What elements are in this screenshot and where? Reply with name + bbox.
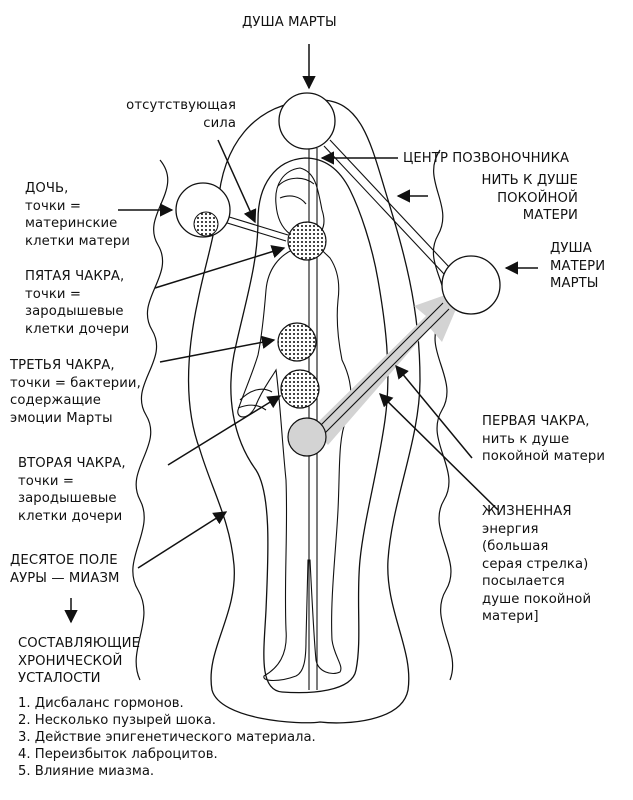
label-line: энергия xyxy=(482,521,539,537)
label-daughter: ДОЧЬ, точки = материнские клетки матери xyxy=(25,180,130,250)
label-missing-force: отсутствующая сила xyxy=(110,97,236,132)
third-chakra-circle xyxy=(277,322,317,362)
label-components: СОСТАВЛЯЮЩИЕ ХРОНИЧЕСКОЙ УСТАЛОСТИ xyxy=(18,635,140,688)
label-line: клетки дочери xyxy=(25,321,130,337)
label-line: ЖИЗНЕННАЯ xyxy=(482,504,572,519)
label-line: (большая xyxy=(482,539,549,554)
wavy-aura-lines xyxy=(132,149,454,681)
label-line: зародышевые xyxy=(18,491,117,506)
fifth-chakra-circle xyxy=(287,221,327,261)
label-line: душе покойной xyxy=(482,591,592,607)
life-energy-gray-arrow xyxy=(312,288,465,445)
label-first-chakra: ПЕРВАЯ ЧАКРА, нить к душе покойной матер… xyxy=(482,413,605,466)
label-line: точки = xyxy=(18,473,75,489)
label-line: ВТОРАЯ ЧАКРА, xyxy=(18,456,126,471)
label-line: клетки дочери xyxy=(18,508,123,524)
mother-soul-circle xyxy=(441,255,501,315)
label-line: зародышевые xyxy=(25,304,124,319)
label-line: точки = xyxy=(25,198,82,214)
components-list: 1. Дисбаланс гормонов. 2. Несколько пузы… xyxy=(18,695,316,780)
daughter-dots xyxy=(193,211,219,237)
label-line: АУРЫ — МИАЗМ xyxy=(10,570,120,586)
daughter-thread xyxy=(223,215,289,242)
label-line: НИТЬ К ДУШЕ xyxy=(481,173,578,188)
label-line: ДЕСЯТОЕ ПОЛЕ xyxy=(10,553,118,568)
label-line: ПОКОЙНОЙ xyxy=(497,190,578,206)
list-item: 3. Действие эпигенетического материала. xyxy=(18,730,316,745)
label-line: ПЯТАЯ ЧАКРА, xyxy=(25,269,125,284)
label-line: точки = xyxy=(25,286,82,302)
label-tenth-field: ДЕСЯТОЕ ПОЛЕ АУРЫ — МИАЗМ xyxy=(10,552,120,587)
label-line: эмоции Марты xyxy=(10,410,113,426)
label-line: ДОЧЬ, xyxy=(25,181,69,196)
label-life-energy: ЖИЗНЕННАЯ энергия (большая серая стрелка… xyxy=(482,503,591,626)
soul-marta-circle xyxy=(278,92,336,150)
label-line: материнские xyxy=(25,216,118,231)
label-line: ХРОНИЧЕСКОЙ xyxy=(18,653,123,669)
label-line: матери] xyxy=(482,609,539,624)
label-line: отсутствующая xyxy=(126,98,236,113)
label-line: СОСТАВЛЯЮЩИЕ xyxy=(18,636,141,651)
label-line: ПЕРВАЯ ЧАКРА, xyxy=(482,414,590,429)
label-line: содержащие xyxy=(10,393,101,408)
label-line: точки = бактерии, xyxy=(10,375,141,391)
label-fifth-chakra: ПЯТАЯ ЧАКРА, точки = зародышевые клетки … xyxy=(25,268,129,338)
label-spine-center: ЦЕНТР ПОЗВОНОЧНИКА xyxy=(403,151,570,166)
label-line: МАРТЫ xyxy=(550,276,599,291)
label-line: МАТЕРИ xyxy=(522,208,578,223)
label-second-chakra: ВТОРАЯ ЧАКРА, точки = зародышевые клетки… xyxy=(18,455,126,525)
label-line: клетки матери xyxy=(25,233,130,249)
label-soul-marta: ДУША МАРТЫ xyxy=(242,15,337,30)
label-line: УСТАЛОСТИ xyxy=(18,671,101,686)
list-item: 1. Дисбаланс гормонов. xyxy=(18,696,184,711)
first-chakra-circle xyxy=(287,417,327,457)
label-third-chakra: ТРЕТЬЯ ЧАКРА, точки = бактерии, содержащ… xyxy=(10,357,141,427)
first-chakra-thread xyxy=(317,302,450,435)
list-item: 2. Несколько пузырей шока. xyxy=(18,713,216,728)
label-line: посылается xyxy=(482,574,565,589)
label-line: нить к душе xyxy=(482,431,570,447)
list-item: 5. Влияние миазма. xyxy=(18,764,155,779)
inner-aura-outline xyxy=(230,157,389,694)
label-line: ТРЕТЬЯ ЧАКРА, xyxy=(10,358,115,373)
label-line: ДУША xyxy=(550,241,592,256)
label-line: сила xyxy=(203,115,236,131)
second-chakra-circle xyxy=(280,369,320,409)
label-line: покойной матери xyxy=(482,449,606,464)
label-mother-soul: ДУША МАТЕРИ МАРТЫ xyxy=(550,240,605,293)
label-line: МАТЕРИ xyxy=(550,258,606,274)
label-line: серая стрелка) xyxy=(482,556,589,572)
woman-figure xyxy=(237,167,352,682)
label-thread-soul: НИТЬ К ДУШЕ ПОКОЙНОЙ МАТЕРИ xyxy=(452,172,578,225)
annotation-arrows xyxy=(64,44,538,624)
list-item: 4. Переизбыток лаброцитов. xyxy=(18,747,218,762)
thread-to-mother-soul xyxy=(323,139,451,275)
